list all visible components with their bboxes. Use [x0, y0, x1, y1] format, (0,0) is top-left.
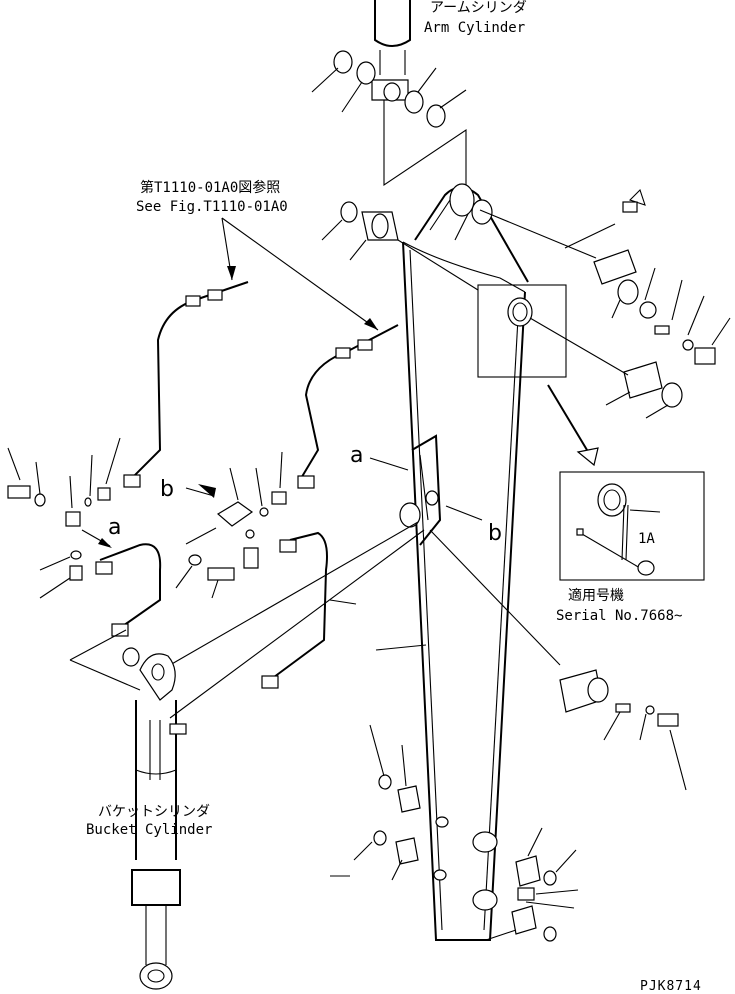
arm-body	[399, 183, 533, 941]
arm-leaders	[69, 521, 561, 719]
serial-label-en: Serial No.7668~	[556, 608, 682, 624]
middle-fittings	[175, 451, 287, 599]
ref-b-left: b	[160, 477, 174, 502]
detail-arrow-head	[576, 447, 599, 467]
detail-1a-label: 1A	[638, 531, 655, 547]
top-left-bushing	[321, 201, 479, 291]
see-fig-label-en: See Fig.T1110-01A0	[136, 199, 288, 215]
ref-b-right: b	[488, 521, 502, 546]
see-fig-leaders	[221, 217, 379, 331]
ref-b-right-leader	[445, 505, 483, 521]
ref-a-right-leader	[369, 457, 409, 471]
bottom-left-bushings	[330, 724, 421, 881]
bottom-right-pin	[559, 669, 687, 791]
hose-1	[123, 281, 249, 488]
bucket-cylinder-label-jp: バケットシリンダ	[98, 804, 210, 820]
top-pin-assembly	[479, 188, 731, 419]
ref-a-left: a	[108, 515, 121, 540]
bucket-cylinder-label-en: Bucket Cylinder	[86, 822, 212, 838]
hose-2	[297, 324, 399, 489]
serial-label-jp: 適用号機	[568, 587, 624, 604]
arm-cylinder-label-en: Arm Cylinder	[424, 20, 525, 36]
bucket-cylinder	[122, 647, 187, 990]
see-fig-label-jp: 第T1110-01A0図参照	[140, 179, 280, 196]
drawing-code: PJK8714	[640, 979, 702, 994]
hose-3	[95, 543, 162, 637]
hose-4	[261, 531, 328, 689]
detail-arrow-shaft	[547, 384, 591, 456]
detail-box: 1A	[559, 471, 705, 581]
bottom-right-bushings	[485, 827, 579, 942]
arm-cylinder-washers	[311, 50, 467, 128]
ref-a-right: a	[350, 443, 363, 468]
left-fittings	[7, 437, 121, 599]
detail-frame-small	[477, 284, 567, 378]
arm-cylinder-label-jp: アームシリンダ	[430, 0, 527, 16]
